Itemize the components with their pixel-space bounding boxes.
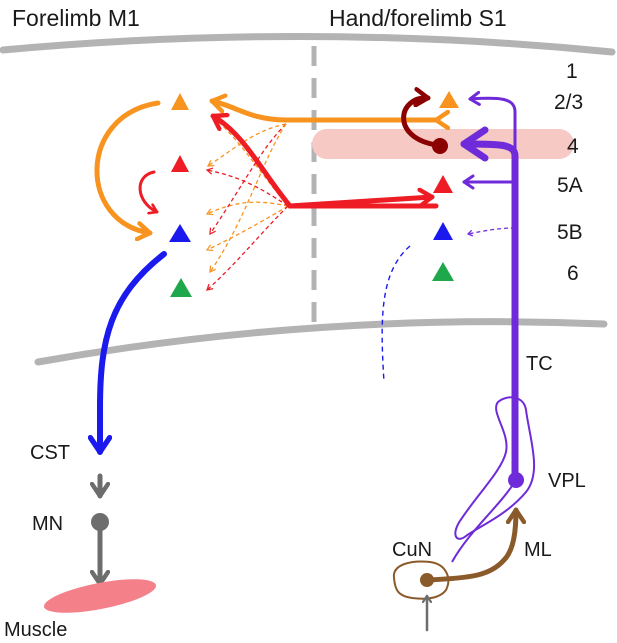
m1-l6-neuron	[170, 278, 192, 297]
mn-soma	[91, 513, 109, 531]
s1-l23-neuron	[439, 91, 459, 108]
pia-surface-line	[0, 32, 616, 56]
layer-label-1: 1	[566, 60, 578, 83]
m1-l5b-neuron	[169, 224, 191, 242]
m1-l5a-neuron	[171, 155, 189, 172]
m1-to-s1-red-projection	[287, 197, 435, 209]
label-muscle: Muscle	[4, 619, 67, 641]
s1-l5b-neuron	[433, 222, 453, 240]
label-cun: CuN	[392, 539, 432, 561]
ml-projection	[425, 507, 516, 583]
cun-outline	[392, 560, 450, 600]
layer-label-5b: 5B	[557, 221, 583, 244]
label-vpl: VPL	[548, 470, 586, 492]
label-tc: TC	[526, 353, 553, 375]
s1-l5a-neuron	[433, 175, 453, 193]
s1-l4-to-l23-projection	[401, 98, 440, 148]
vpl-to-cun-thin-line	[451, 479, 517, 563]
layer-label-4: 4	[567, 135, 579, 158]
layer-label-2-3: 2/3	[554, 91, 583, 114]
tc-projection-to-l4	[460, 126, 519, 484]
s1-to-m1-orange-projection	[209, 101, 441, 123]
m1-l5a-to-l5b-loop	[138, 170, 159, 212]
layer-label-5a: 5A	[557, 174, 583, 197]
muscle-shape	[43, 579, 157, 613]
label-cst: CST	[30, 442, 70, 464]
s1-l5b-descending-dashed	[381, 245, 411, 383]
layer-label-6: 6	[567, 262, 579, 285]
label-mn: MN	[32, 513, 63, 535]
m1-title: Forelimb M1	[12, 5, 140, 31]
s1-l6-neuron	[432, 262, 454, 281]
m1-l23-to-l5b-loop	[94, 100, 161, 233]
label-ml: ML	[524, 539, 552, 561]
s1-to-m1-red-projection	[210, 116, 439, 209]
m1-l23-neuron	[171, 93, 189, 110]
s1-l4-neuron	[432, 138, 448, 154]
dashed-fan-projections	[205, 117, 289, 291]
tc-projection-to-l23	[468, 90, 517, 482]
vpl-outline	[454, 396, 536, 540]
s1-title: Hand/forelimb S1	[329, 5, 507, 31]
tc-projection-to-l5b	[467, 227, 516, 237]
white-matter-line	[34, 318, 608, 366]
cst-projection	[100, 251, 167, 455]
